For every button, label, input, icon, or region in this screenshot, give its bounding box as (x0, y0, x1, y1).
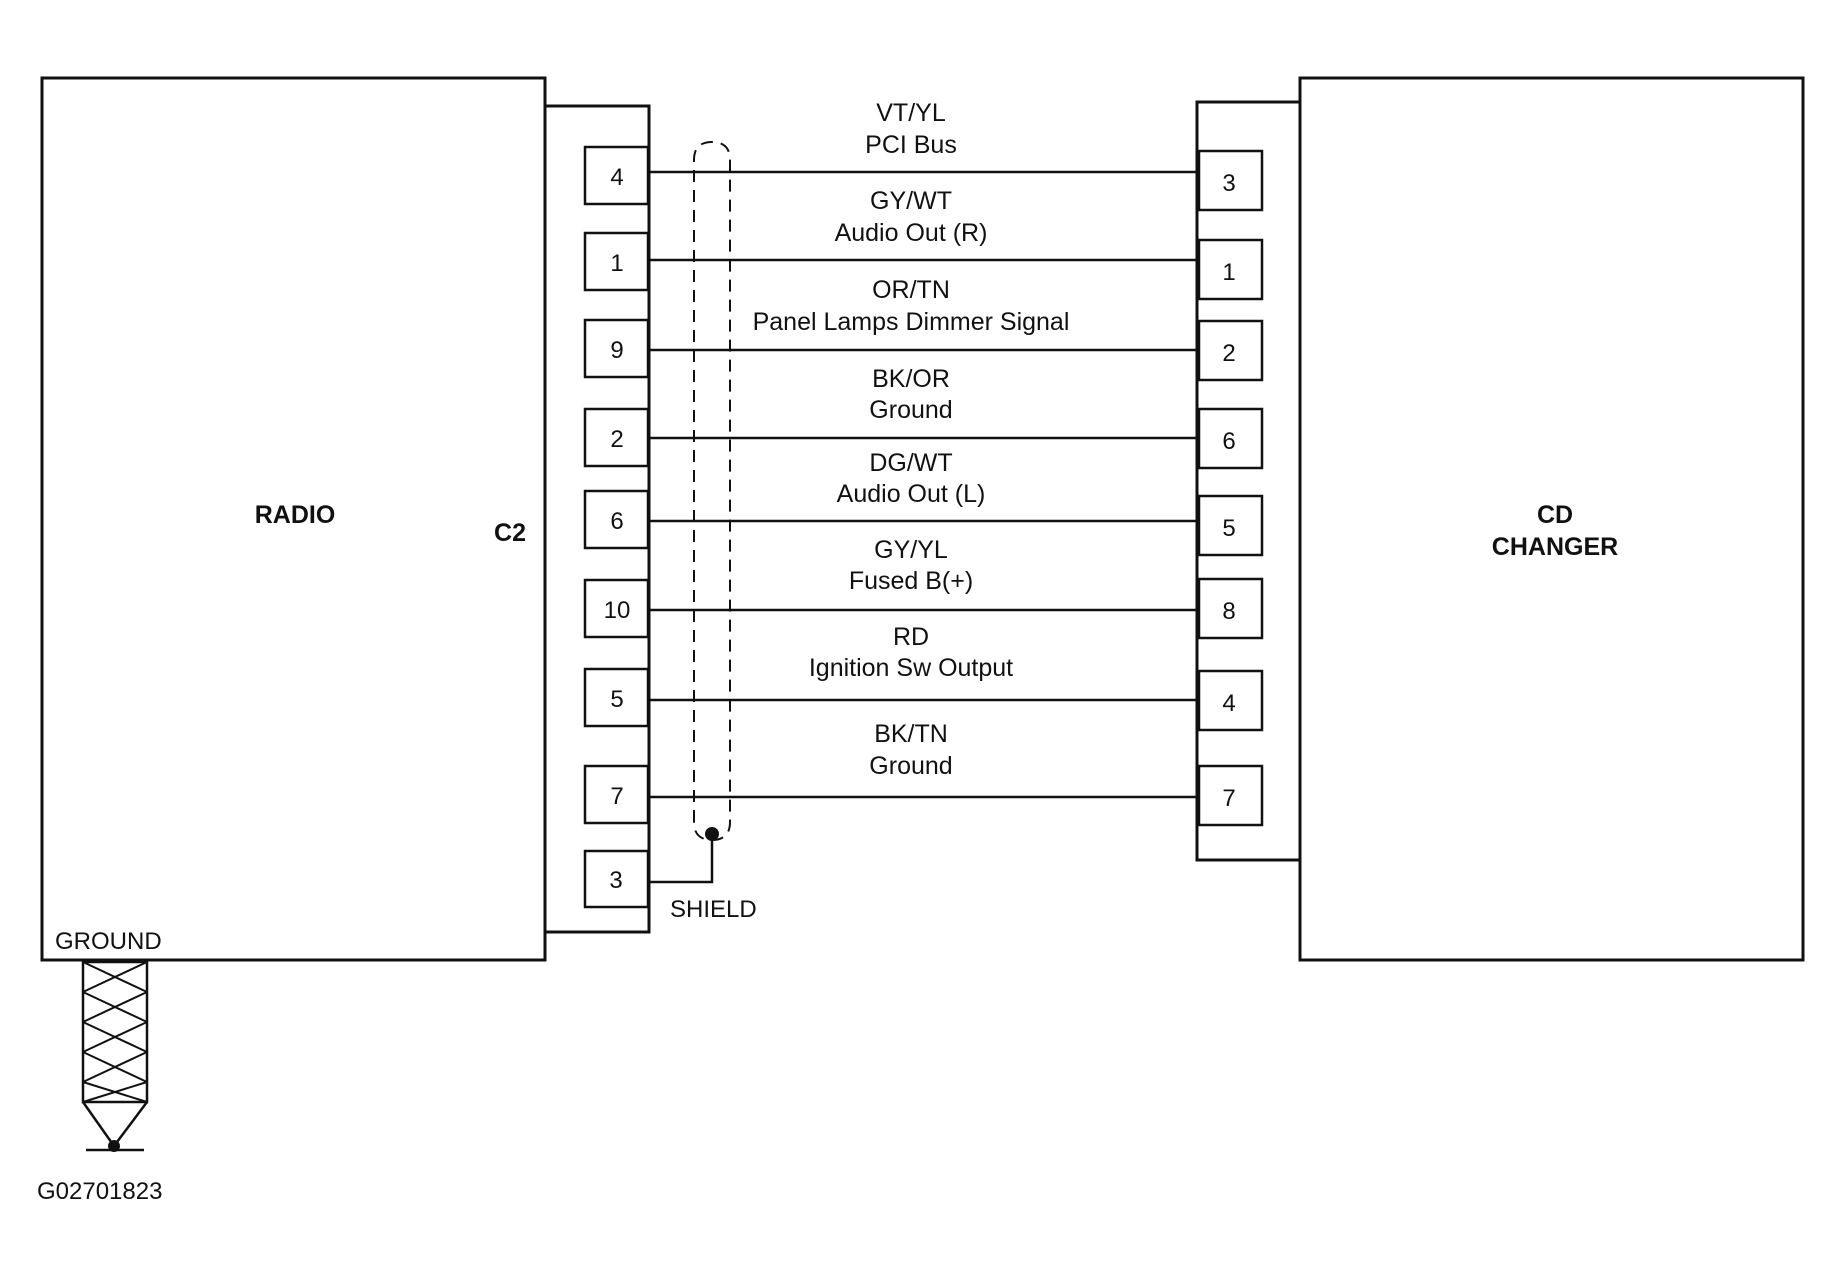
wire-color-code: BK/OR (872, 365, 950, 393)
cd-changer-pin-number: 6 (1222, 428, 1235, 455)
radio-pin-box (583, 145, 650, 206)
radio-pin-number: 9 (610, 337, 623, 364)
radio-pin-box (583, 489, 650, 550)
wire-function-label: Panel Lamps Dimmer Signal (753, 308, 1070, 336)
radio-pin-box (583, 667, 650, 728)
radio-pin-number: 1 (610, 250, 623, 277)
wire-color-code: GY/YL (874, 536, 948, 564)
radio-pin-number: 2 (610, 426, 623, 453)
wire-color-code: RD (893, 623, 929, 651)
wire-function-label: PCI Bus (865, 131, 957, 159)
radio-pin-box (583, 764, 650, 825)
wire-function-label: Ground (869, 752, 952, 780)
radio-pin-number-3: 3 (609, 867, 622, 894)
cd-changer-pin-number: 8 (1222, 598, 1235, 625)
radio-pin-number: 4 (610, 164, 623, 191)
cable-shield (693, 140, 731, 842)
shield-drain-wire (648, 834, 714, 884)
radio-label: RADIO (255, 501, 336, 529)
cd-changer-pin-box (1197, 577, 1264, 640)
cd-changer-connector (1195, 100, 1302, 862)
wire-color-code: VT/YL (876, 99, 946, 127)
cd-changer-pin-box (1197, 494, 1264, 557)
cd-changer-label-line2: CHANGER (1492, 533, 1618, 561)
cd-changer-pin-number: 2 (1222, 340, 1235, 367)
shield-label: SHIELD (670, 896, 757, 923)
cd-changer-label-line1: CD (1537, 501, 1573, 529)
cd-changer-pin-number: 7 (1222, 785, 1235, 812)
wire-function-label: Audio Out (L) (837, 480, 986, 508)
radio-pin-number: 10 (604, 597, 631, 624)
wire-function-label: Fused B(+) (849, 567, 973, 595)
cd-changer-pin-box (1197, 319, 1264, 382)
wire-group: 4 3 VT/YL PCI Bus 1 1 GY/WT Audio Out (R) 9 2 OR/T… (583, 99, 1264, 827)
cd-changer-pin-number: 3 (1222, 170, 1235, 197)
figure-id: G02701823 (37, 1178, 162, 1205)
cd-changer-pin-box (1197, 764, 1264, 827)
cd-changer-pin-box (1197, 238, 1264, 301)
radio-pin-number: 6 (610, 508, 623, 535)
radio-pin-box (583, 407, 650, 468)
wire-function-label: Audio Out (R) (835, 219, 988, 247)
cd-changer-pin-number: 4 (1222, 690, 1235, 717)
connector-c2-label: C2 (494, 519, 526, 547)
wire-color-code: OR/TN (872, 276, 950, 304)
radio-pin-box-3 (583, 849, 650, 909)
radio-pin-box (583, 318, 650, 379)
wire-color-code: DG/WT (869, 449, 952, 477)
cd-changer-pin-box (1197, 669, 1264, 732)
cd-changer-pin-box (1197, 149, 1264, 212)
radio-pin-box (583, 231, 650, 292)
wire-function-label: Ignition Sw Output (809, 654, 1013, 682)
ground-label: GROUND (55, 928, 162, 955)
radio-pin-box (583, 578, 650, 639)
ground-strap (81, 960, 149, 1152)
wire-color-code: BK/TN (874, 720, 948, 748)
cd-changer-pin-box (1197, 407, 1264, 470)
wire-function-label: Ground (869, 396, 952, 424)
radio-pin-number: 5 (610, 686, 623, 713)
wire-color-code: GY/WT (870, 187, 952, 215)
cd-changer-pin-number: 5 (1222, 515, 1235, 542)
radio-pin-number: 7 (610, 783, 623, 810)
cd-changer-pin-number: 1 (1222, 259, 1235, 286)
